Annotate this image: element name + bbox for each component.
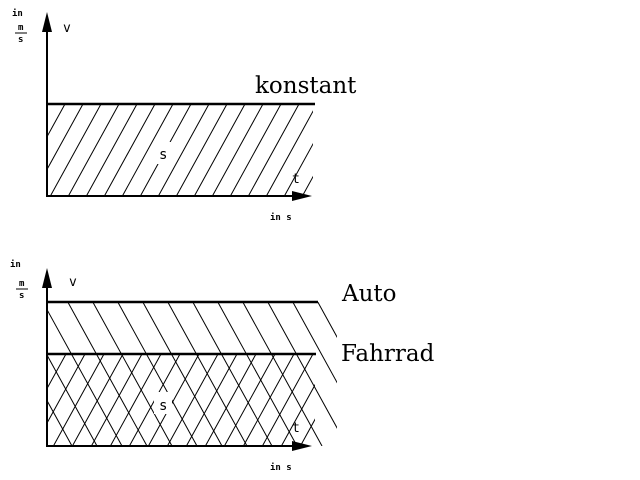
hatch-line (247, 104, 300, 196)
hatch-line (356, 104, 407, 196)
hatch-line-auto (92, 302, 173, 446)
v-axis-arrow-icon (42, 268, 52, 288)
hatch-line-auto (267, 302, 337, 429)
hatch-line-fahrrad (299, 418, 315, 446)
hatch-line (47, 104, 48, 106)
hatch-line-fahrrad (71, 354, 124, 446)
hatch-line (103, 104, 156, 196)
hatch-line-auto (292, 302, 337, 384)
hatch-line-auto (368, 302, 447, 446)
curve-label-fahrrad: Fahrrad (341, 341, 435, 367)
v-axis-arrow-icon (42, 12, 52, 32)
hatch-line-fahrrad (185, 354, 238, 446)
t-axis-label: t (292, 172, 300, 187)
curve-label-konstant: konstant (255, 73, 357, 99)
hatch-line-fahrrad (147, 354, 200, 446)
hatch-line-auto (47, 399, 73, 446)
area-label-mask (154, 142, 172, 164)
hatch-line-fahrrad (204, 354, 257, 446)
v-axis-label: v (69, 275, 77, 290)
hatch-line-fahrrad (261, 354, 314, 446)
hatch-line-fahrrad (319, 354, 370, 446)
hatch-line (175, 104, 228, 196)
hatch-line-auto (117, 302, 198, 446)
hatch-line-fahrrad (223, 354, 276, 446)
hatch-line (157, 104, 210, 196)
hatch-line-auto (317, 302, 337, 338)
hatch-line (265, 110, 313, 196)
hatch-line-auto (67, 302, 148, 446)
hatch-line-auto (142, 302, 223, 446)
hatch-line-fahrrad (357, 354, 408, 446)
hatch-line (49, 104, 102, 196)
hatch-line (193, 104, 246, 196)
hatch-line-fahrrad (47, 354, 48, 356)
diagram-constant: in m s v t in s konstant s (12, 8, 407, 223)
hatch-line-auto (47, 354, 98, 446)
hatch-line-auto (242, 302, 323, 446)
hatch-line-fahrrad (47, 354, 67, 390)
hatch-line (229, 104, 282, 196)
hatch-line-auto (192, 302, 273, 446)
t-axis-unit: in s (270, 212, 292, 223)
t-axis-label: t (292, 421, 300, 436)
hatch-line (338, 104, 389, 196)
hatch-line-fahrrad (166, 354, 219, 446)
t-axis-arrow-icon (292, 191, 312, 201)
v-unit-in: in (10, 259, 21, 270)
hatch-line (47, 104, 84, 171)
hatch-line-auto (47, 444, 48, 446)
hatch-line-fahrrad (242, 354, 295, 446)
area-label-s: s (159, 147, 167, 163)
hatch-line (67, 104, 120, 196)
hatch-line-auto (343, 302, 422, 446)
area-label-s: s (159, 398, 167, 414)
v-unit-s: s (19, 291, 24, 301)
hatch-line-fahrrad (52, 354, 105, 446)
hatch-line-fahrrad (280, 383, 315, 446)
hatch-line-fahrrad (338, 354, 389, 446)
hatch-line-auto (393, 302, 472, 446)
v-unit-m: m (18, 23, 24, 33)
hatch-line-auto (418, 302, 497, 446)
hatch-line (47, 104, 66, 138)
hatch-line (320, 104, 371, 196)
t-axis-arrow-icon (292, 441, 312, 451)
hatch-line (211, 104, 264, 196)
hatch-line (85, 104, 138, 196)
area-hatching-fahrrad (47, 354, 408, 446)
hatch-line (283, 142, 313, 196)
hatch-line-fahrrad (90, 354, 143, 446)
hatch-line (121, 104, 174, 196)
v-unit-in: in (12, 8, 23, 19)
hatch-line-fahrrad (109, 354, 162, 446)
hatch-line (301, 175, 313, 196)
curve-label-auto: Auto (341, 281, 397, 307)
diagram-auto-fahrrad: in m s v t in s Auto Fahrrad s (10, 259, 497, 473)
hatch-line-auto (217, 302, 298, 446)
v-unit-m: m (19, 279, 25, 289)
area-label-mask (154, 392, 172, 414)
hatch-line-fahrrad (47, 354, 86, 425)
v-axis-label: v (63, 21, 71, 36)
t-axis-unit: in s (270, 462, 292, 473)
area-hatching-auto (47, 302, 497, 446)
v-unit-s: s (18, 35, 23, 45)
area-hatching-constant (47, 104, 407, 196)
hatch-line-auto (47, 308, 123, 446)
